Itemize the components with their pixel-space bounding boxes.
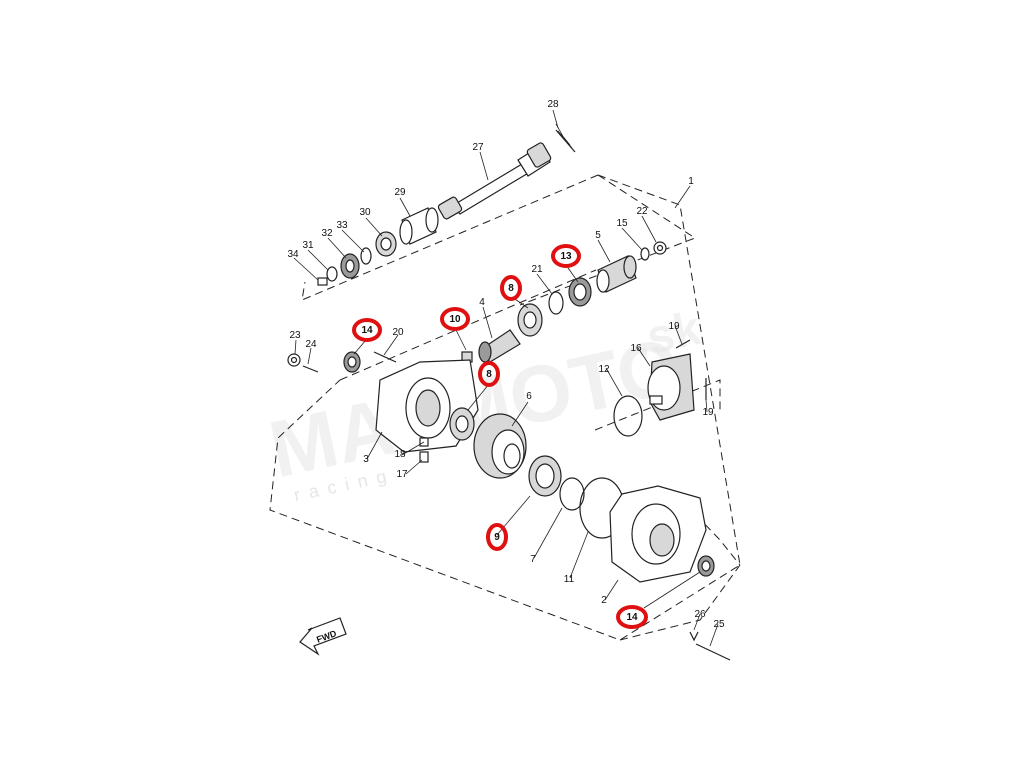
yoke-part-5 [596, 255, 637, 293]
callout-5: 5 [595, 230, 601, 241]
callout-12: 12 [598, 364, 610, 375]
circlip-part-21 [548, 291, 564, 315]
callout-2: 2 [601, 595, 607, 606]
callout-23: 23 [289, 330, 301, 341]
callout-14-left: 14 [361, 325, 373, 336]
highlight-ring-9 [486, 523, 508, 551]
callout-6: 6 [526, 391, 532, 402]
pin-part-25 [695, 643, 731, 661]
plug-part-34 [317, 277, 328, 286]
pinion-gear-part-4 [478, 329, 521, 363]
nut-part-22 [653, 241, 667, 255]
bearing-part-32 [340, 253, 360, 279]
highlight-ring-13 [551, 244, 581, 268]
callout-17: 17 [396, 469, 408, 480]
bearing-part-9 [528, 455, 562, 497]
oil-seal-part-14-right [697, 555, 715, 577]
o-ring-part-12 [613, 395, 643, 437]
callout-32: 32 [321, 228, 333, 239]
bolt-part-20 [373, 351, 397, 363]
coupling-part-29 [399, 207, 439, 245]
bearing-part-8-upper [517, 303, 543, 337]
bearing-part-30 [375, 231, 397, 257]
highlight-ring-14-right [616, 605, 648, 629]
callout-22: 22 [636, 206, 648, 217]
callout-26: 26 [694, 609, 706, 620]
housing-part-2 [609, 485, 707, 583]
callout-7: 7 [530, 554, 536, 565]
ring-part-31 [326, 266, 338, 282]
callout-14-right: 14 [626, 612, 638, 623]
callout-1: 1 [688, 176, 694, 187]
callout-28: 28 [547, 99, 559, 110]
highlight-ring-8-upper [500, 275, 522, 301]
callout-10: 10 [449, 314, 461, 325]
callout-15: 15 [616, 218, 628, 229]
bearing-part-8-lower [449, 407, 475, 441]
callout-24: 24 [305, 339, 317, 350]
callout-8-lower: 8 [486, 369, 492, 380]
highlight-ring-8-lower [478, 361, 500, 387]
washer-part-15 [640, 247, 650, 261]
callout-30: 30 [359, 207, 371, 218]
ring-gear-part-6 [473, 413, 527, 479]
watermark: MAXMOTO .sk racing [262, 302, 706, 505]
nut-part-23 [287, 353, 301, 367]
callout-29: 29 [394, 187, 406, 198]
actuator-part-16 [647, 353, 695, 421]
callout-19-upper: 19 [668, 321, 680, 332]
shim-part-7 [559, 477, 585, 511]
callout-16: 16 [630, 343, 642, 354]
spring-part-28 [555, 123, 576, 153]
highlight-ring-14-left [352, 318, 382, 342]
callout-8-upper: 8 [508, 283, 514, 294]
callout-34: 34 [287, 249, 299, 260]
callout-19-lower: 19 [702, 407, 714, 418]
callout-25: 25 [713, 619, 725, 630]
clip-part-26 [689, 631, 699, 642]
callout-3: 3 [363, 454, 369, 465]
callout-4: 4 [479, 297, 485, 308]
callout-numbers: 28 27 1 29 30 33 32 31 34 22 15 5 13 21 … [287, 99, 725, 630]
bolt-part-24 [302, 365, 319, 373]
forward-arrow: FWD [299, 617, 347, 656]
leader-lines [293, 109, 719, 647]
callout-11: 11 [564, 574, 575, 585]
callout-27: 27 [472, 142, 484, 153]
callout-31: 31 [302, 240, 314, 251]
callout-33: 33 [336, 220, 348, 231]
highlight-ring-10 [440, 307, 470, 331]
watermark-domain: .sk [629, 302, 706, 368]
callout-13: 13 [560, 251, 572, 262]
bolt-part-17 [419, 451, 429, 463]
callout-18: 18 [394, 449, 406, 460]
callout-9: 9 [494, 532, 500, 543]
drive-shaft-part-27 [437, 142, 552, 220]
callout-20: 20 [392, 327, 404, 338]
oil-seal-part-14-left [343, 351, 361, 373]
callout-21: 21 [531, 264, 543, 275]
oil-seal-part-13 [568, 277, 592, 307]
bolt-part-19-upper [675, 339, 691, 349]
highlight-rings [352, 244, 648, 629]
